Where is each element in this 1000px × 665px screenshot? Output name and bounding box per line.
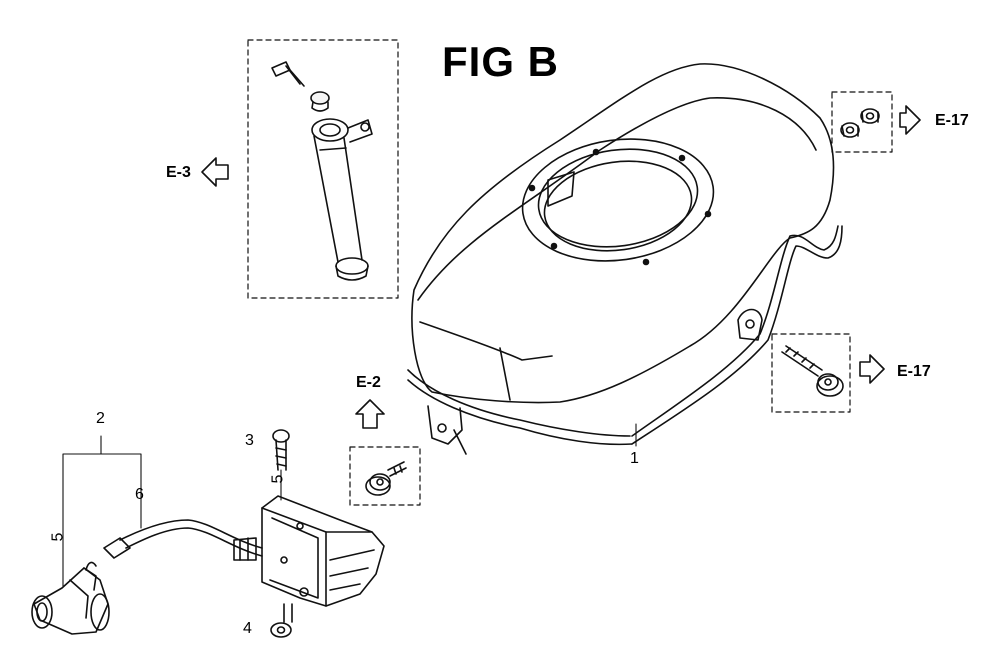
callout-4: 4 [243,620,252,637]
spark-plug-cap [31,561,110,635]
arrow-up-e2 [355,399,385,429]
oil-filler-assembly [271,61,373,281]
reference-e2: E-2 [356,374,381,391]
detail-box-short-bolt [349,446,421,506]
figure-title: FIG B [442,38,559,85]
callout-6: 6 [135,486,144,503]
callout-5-coil: 5 [269,474,287,484]
reference-e17-bottom: E-17 [897,363,931,380]
detail-box-long-bolt [771,333,851,413]
ignition-coil-assembly [103,429,385,638]
leader-lines [62,423,637,587]
callout-2: 2 [96,410,105,427]
callout-5-cap: 5 [49,532,67,542]
fan-cover [407,63,843,455]
flange-nuts [840,108,880,138]
reference-e17-top: E-17 [935,112,969,129]
callout-3: 3 [245,432,254,449]
arrow-right-e17-bottom [859,354,885,384]
long-flange-bolt [781,345,844,397]
arrow-left-e3 [201,157,229,187]
detail-box-nuts [831,91,893,153]
short-flange-bolt [365,461,407,496]
detail-box-oil-filler [247,39,399,299]
reference-e3: E-3 [166,164,191,181]
arrow-right-e17-top [899,105,921,135]
callout-1: 1 [630,450,639,467]
